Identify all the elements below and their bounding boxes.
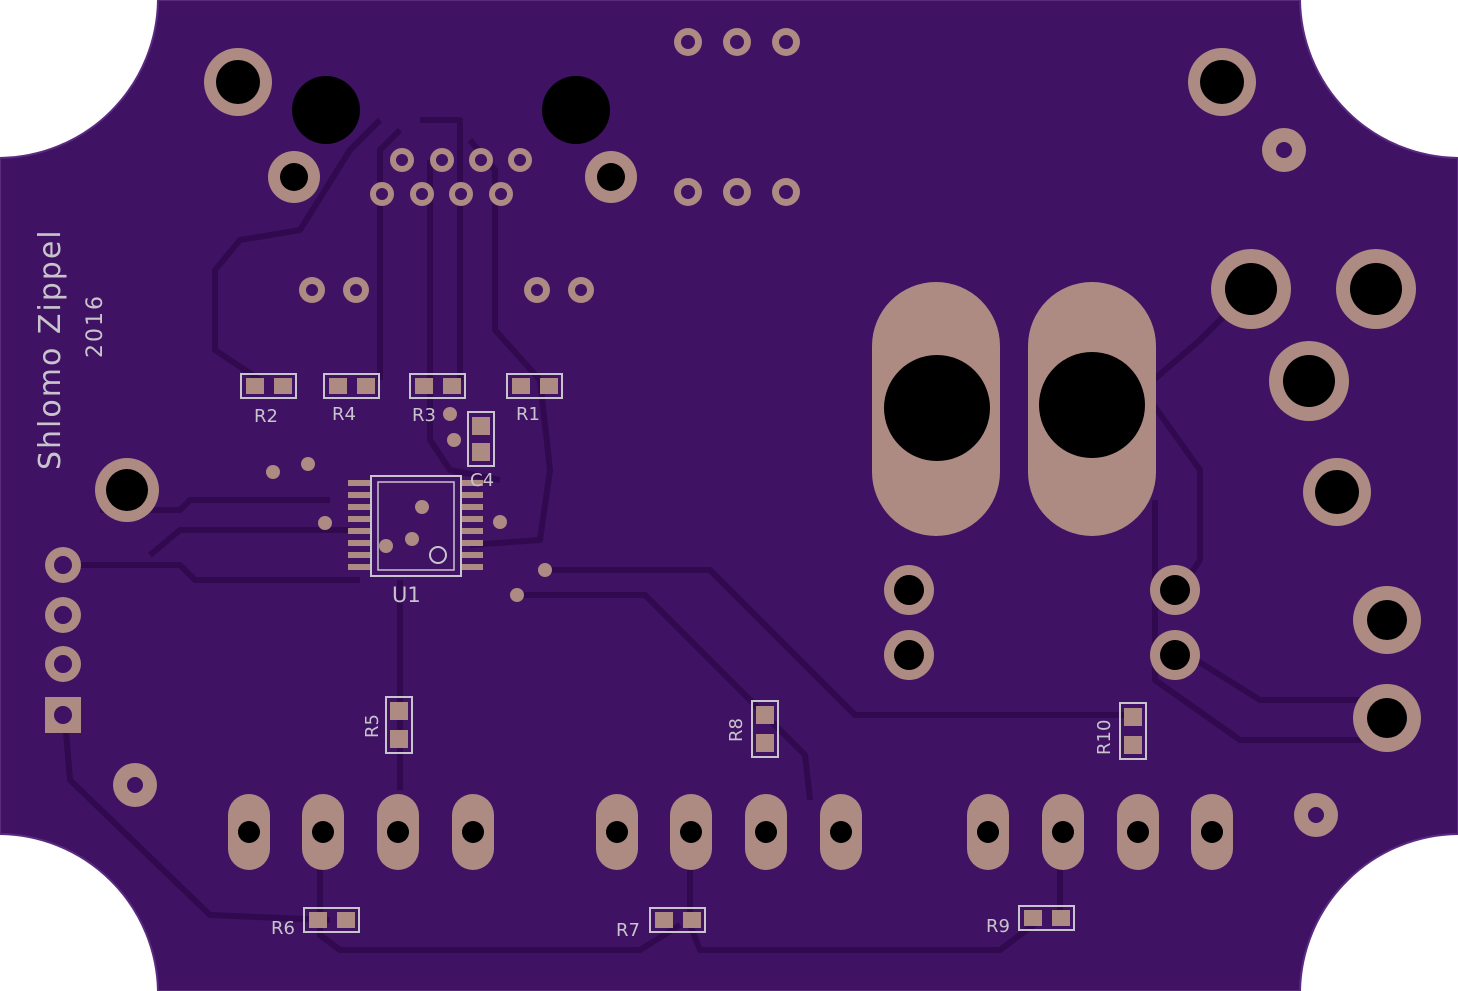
ic-u1 (348, 475, 483, 577)
label-r6: R6 (271, 918, 295, 939)
label-r3: R3 (412, 405, 436, 426)
mounting-holes (95, 48, 1338, 837)
traces (62, 117, 1385, 953)
label-r8: R8 (726, 718, 747, 742)
label-r5: R5 (362, 714, 383, 738)
power-jack-pads (872, 282, 1156, 536)
year-text: 2016 (83, 294, 108, 358)
header-pins (45, 547, 81, 733)
label-r9: R9 (986, 916, 1010, 937)
label-r10: R10 (1094, 720, 1115, 755)
label-r1: R1 (516, 404, 540, 425)
label-c4: C4 (470, 470, 494, 491)
label-r4: R4 (332, 404, 356, 425)
right-connector-pads (884, 249, 1421, 752)
connector-pads (268, 28, 800, 303)
label-u1: U1 (392, 583, 421, 607)
vias (266, 407, 552, 602)
author-text: Shlomo Zippel (33, 228, 68, 470)
smd-vertical (385, 411, 1147, 760)
label-r2: R2 (254, 406, 278, 427)
label-r7: R7 (616, 920, 640, 941)
smd-horizontal (240, 373, 1075, 933)
